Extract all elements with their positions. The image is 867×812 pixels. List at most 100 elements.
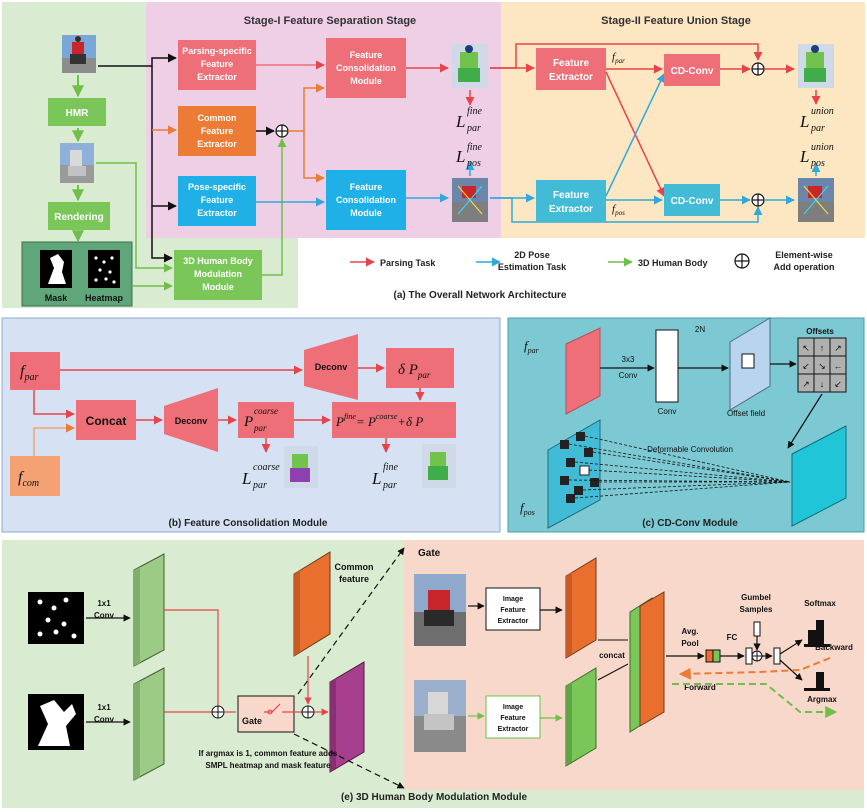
caption-a: (a) The Overall Network Architecture bbox=[393, 290, 566, 301]
fpar-slab-c bbox=[565, 327, 601, 415]
deconv-label-2: Deconv bbox=[315, 362, 348, 372]
logits-vector bbox=[773, 647, 781, 665]
fpos-label-c: fpos bbox=[520, 500, 535, 517]
smpl-feature-slab bbox=[565, 667, 597, 767]
stage2-extractor-pose bbox=[536, 180, 606, 222]
body-module-l3: Module bbox=[202, 282, 234, 292]
image-extractor-smpl-l1: Image bbox=[503, 704, 523, 711]
body-module-l1: 3D Human Body bbox=[183, 256, 253, 266]
caption-b: (b) Feature Consolidation Module bbox=[169, 518, 328, 529]
panel-b: fpar fcom Concat Deconv P coarse par L c… bbox=[1, 317, 501, 533]
stage2-title: Stage-II Feature Union Stage bbox=[601, 15, 751, 27]
loss-fine-b: L bbox=[371, 469, 381, 488]
consolidation-pos-l2: Consolidation bbox=[336, 195, 396, 205]
body-modulation-module bbox=[174, 250, 262, 300]
p-fine-equation-box bbox=[332, 402, 456, 438]
image-extractor-rgb-l3: Extractor bbox=[498, 618, 529, 625]
svg-text:↗: ↗ bbox=[802, 379, 810, 389]
pose-union-image bbox=[798, 178, 834, 222]
heatmap-label: Heatmap bbox=[85, 293, 124, 303]
parsing-union-image bbox=[798, 44, 834, 88]
cdconv-pos-label: CD-Conv bbox=[671, 196, 714, 207]
image-extractor-smpl-l3: Extractor bbox=[498, 726, 529, 733]
legend-elementwise-l2: Add operation bbox=[774, 262, 835, 272]
concat-feature-slab bbox=[629, 591, 665, 733]
heatmap-feature-slab bbox=[133, 553, 165, 667]
common-extractor-l3: Extractor bbox=[197, 139, 237, 149]
offsets-label: Offsets bbox=[806, 327, 834, 336]
loss-coarse-b: L bbox=[241, 469, 251, 488]
legend-body: 3D Human Body bbox=[638, 258, 708, 268]
loss-union-pos-sup: union bbox=[811, 142, 834, 153]
rendering-label: Rendering bbox=[54, 212, 103, 223]
caption-c: (c) CD-Conv Module bbox=[642, 518, 738, 529]
forward-path bbox=[672, 683, 838, 718]
avgpool-l1: Avg. bbox=[681, 627, 698, 636]
rendering-box bbox=[48, 202, 110, 230]
fpar-label-b: fpar bbox=[20, 363, 38, 383]
panel-c: fpar 3x3 Conv Conv 2N Offset field Offse… bbox=[507, 317, 865, 533]
note-l2: SMPL heatmap and mask feature bbox=[205, 761, 331, 770]
conv1-bot-l2: Conv bbox=[94, 715, 115, 724]
mask-image bbox=[40, 250, 72, 288]
softmax-label: Softmax bbox=[804, 599, 836, 608]
fpos-label-a: fpos bbox=[612, 203, 625, 217]
fpar-box-b bbox=[10, 352, 60, 390]
gate-rgb-image bbox=[414, 574, 466, 646]
loss-coarse-sub: par bbox=[252, 480, 267, 491]
conv-label: Conv bbox=[658, 407, 677, 416]
image-extractor-smpl-l2: Feature bbox=[500, 715, 525, 722]
consolidation-module-parsing bbox=[326, 38, 406, 98]
pose-extractor-l3: Extractor bbox=[197, 208, 237, 218]
parsing-specific-extractor bbox=[178, 40, 256, 90]
concat-label-e: concat bbox=[599, 651, 625, 660]
legend: Parsing Task 2D Pose Estimation Task 3D … bbox=[350, 250, 835, 272]
cdconv-pose bbox=[664, 184, 720, 216]
sampling-grid bbox=[560, 432, 599, 503]
mask-input-e bbox=[28, 694, 84, 750]
svg-text:↓: ↓ bbox=[820, 379, 825, 389]
svg-text:↙: ↙ bbox=[834, 379, 842, 389]
loss-coarse-sup: coarse bbox=[253, 462, 280, 473]
delta-p-label: δ Ppar bbox=[398, 362, 431, 380]
panel-e: 1x1 Conv 1x1 Conv Gate Common feat bbox=[2, 540, 864, 808]
gate-box bbox=[237, 695, 295, 733]
concat-label: Concat bbox=[86, 414, 127, 428]
deconv-trapezoid-2 bbox=[304, 334, 358, 400]
argmax-bars bbox=[804, 672, 830, 691]
gate-label: Gate bbox=[242, 716, 262, 726]
loss-union-par-sub: par bbox=[810, 123, 825, 134]
common-extractor-l1: Common bbox=[198, 113, 237, 123]
twoN-label: 2N bbox=[695, 325, 705, 334]
parsing-extractor-l1: Parsing-specific bbox=[182, 46, 252, 56]
svg-text:↖: ↖ bbox=[802, 343, 810, 353]
caption-e: (e) 3D Human Body Modulation Module bbox=[341, 792, 528, 803]
common-feature-l1: Common bbox=[335, 562, 374, 572]
heatmap-input-e bbox=[28, 592, 84, 644]
mask-feature-slab bbox=[133, 667, 165, 781]
fc-output bbox=[745, 647, 753, 665]
conv3-l2: Conv bbox=[619, 371, 638, 380]
offsets-grid: ↖ ↑ ↗ ↙ ↘ ← ↗ ↓ ↙ bbox=[797, 337, 847, 393]
common-feature-extractor bbox=[178, 106, 256, 156]
image-extractor-rgb-l2: Feature bbox=[500, 607, 525, 614]
image-extractor-rgb bbox=[485, 587, 541, 631]
common-extractor-l2: Feature bbox=[201, 126, 234, 136]
input-image bbox=[62, 35, 96, 73]
fcom-box-b bbox=[10, 456, 60, 496]
legend-parsing: Parsing Task bbox=[380, 258, 436, 268]
conv3-l1: 3x3 bbox=[622, 355, 635, 364]
fpar-label-c: fpar bbox=[524, 338, 540, 355]
loss-fine-par: L bbox=[455, 112, 465, 131]
fused-feature-slab bbox=[329, 661, 365, 773]
gumbel-sample bbox=[753, 621, 761, 637]
rgb-feature-slab bbox=[565, 557, 597, 659]
loss-fine-pos-sup: fine bbox=[467, 142, 483, 153]
loss-union-pos: L bbox=[799, 147, 809, 166]
loss-fine-pos: L bbox=[455, 147, 465, 166]
consolidation-par-l3: Module bbox=[350, 76, 382, 86]
deformable-label: Deformable Convolution bbox=[647, 445, 733, 454]
note-l1: If argmax is 1, common feature adds bbox=[199, 749, 338, 758]
heatmap-image bbox=[88, 250, 120, 288]
